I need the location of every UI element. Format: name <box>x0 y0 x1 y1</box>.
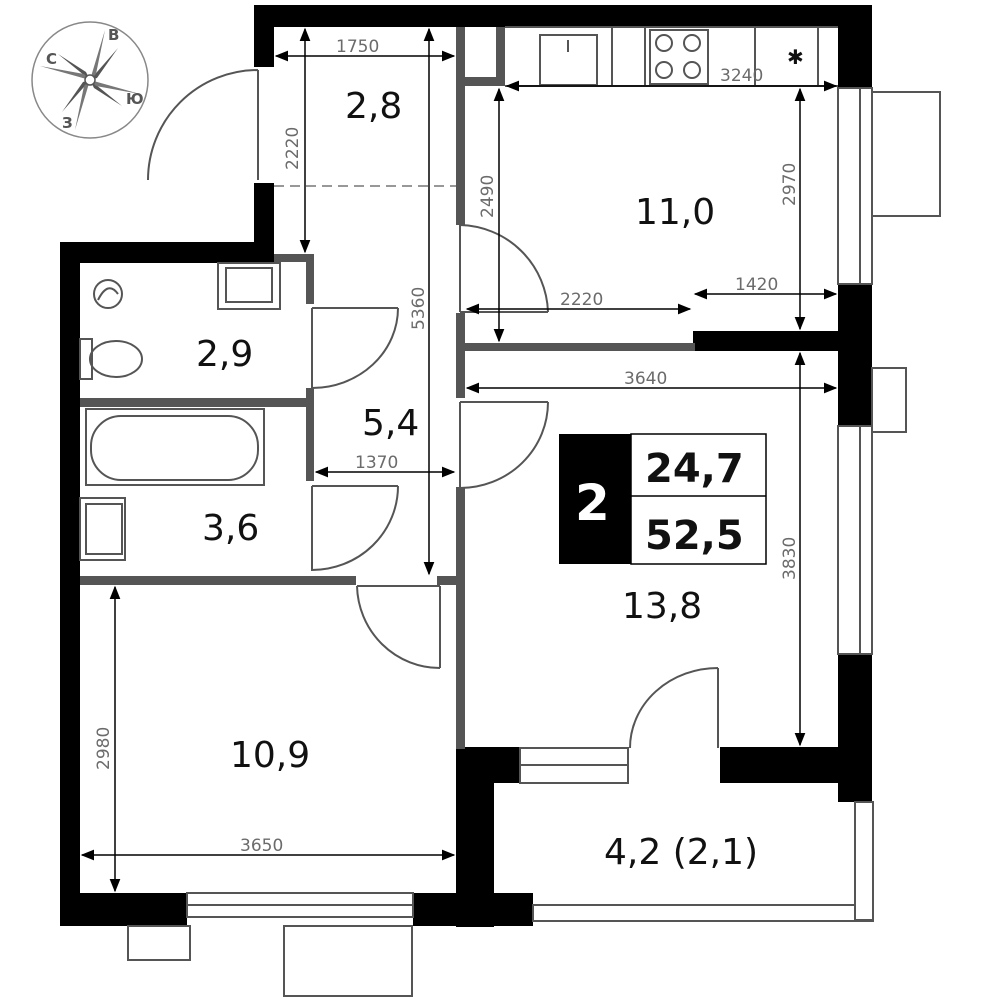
room-area-hall-small: 2,8 <box>345 86 402 127</box>
dim-3640: 3640 <box>624 369 667 389</box>
external-units <box>127 91 941 997</box>
dim-3650: 3650 <box>240 836 283 856</box>
door-swings <box>147 69 719 749</box>
dim-1420: 1420 <box>735 275 778 295</box>
dim-2980: 2980 <box>94 727 114 770</box>
fridge-icon: ✱ <box>787 45 804 69</box>
bath-sink-icon <box>79 497 126 561</box>
dim-1750: 1750 <box>336 37 379 57</box>
dimension-lines <box>80 27 838 893</box>
dimension-labels: 1750 3240 2220 5360 2490 2970 2220 1420 … <box>94 37 800 856</box>
areas-box <box>630 433 767 565</box>
dim-2970: 2970 <box>780 163 800 206</box>
dim-3240: 3240 <box>720 66 763 86</box>
compass-west-label: З <box>62 114 73 132</box>
dim-3830: 3830 <box>780 537 800 580</box>
exterior-walls <box>60 5 872 927</box>
compass-east-label: В <box>108 26 119 44</box>
room-area-corridor: 5,4 <box>362 403 419 444</box>
total-area: 52,5 <box>645 513 744 559</box>
toilet-icon <box>79 338 93 380</box>
dim-2490: 2490 <box>478 175 498 218</box>
dim-1370: 1370 <box>355 453 398 473</box>
rooms-count: 2 <box>575 474 610 532</box>
compass: С В Ю З <box>31 21 149 139</box>
compass-north-label: С <box>46 50 57 68</box>
room-areas: 2,8 11,0 2,9 5,4 3,6 10,9 13,8 4,2 (2,1) <box>196 86 758 873</box>
partitions <box>80 27 695 749</box>
compass-rose-icon <box>40 30 140 130</box>
bathtub-icon <box>85 408 265 486</box>
room-area-balcony: 4,2 (2,1) <box>604 832 758 873</box>
rooms-count-box <box>559 434 631 564</box>
windows <box>186 87 874 922</box>
room-area-bedroom: 10,9 <box>230 735 310 776</box>
compass-south-label: Ю <box>126 90 144 108</box>
room-area-living: 13,8 <box>622 586 702 627</box>
dim-2220-horizontal: 2220 <box>560 290 603 310</box>
living-area: 24,7 <box>645 446 744 492</box>
washing-machine-icon <box>93 279 123 309</box>
summary-badge: 2 24,7 52,5 <box>559 433 767 565</box>
dim-2220-vertical: 2220 <box>283 127 303 170</box>
wc-sink-icon <box>217 262 281 310</box>
dim-5360: 5360 <box>409 287 429 330</box>
room-area-kitchen: 11,0 <box>635 192 715 233</box>
bathroom-fixtures <box>79 262 281 561</box>
room-area-bath: 3,6 <box>202 508 259 549</box>
room-area-wc: 2,9 <box>196 334 253 375</box>
